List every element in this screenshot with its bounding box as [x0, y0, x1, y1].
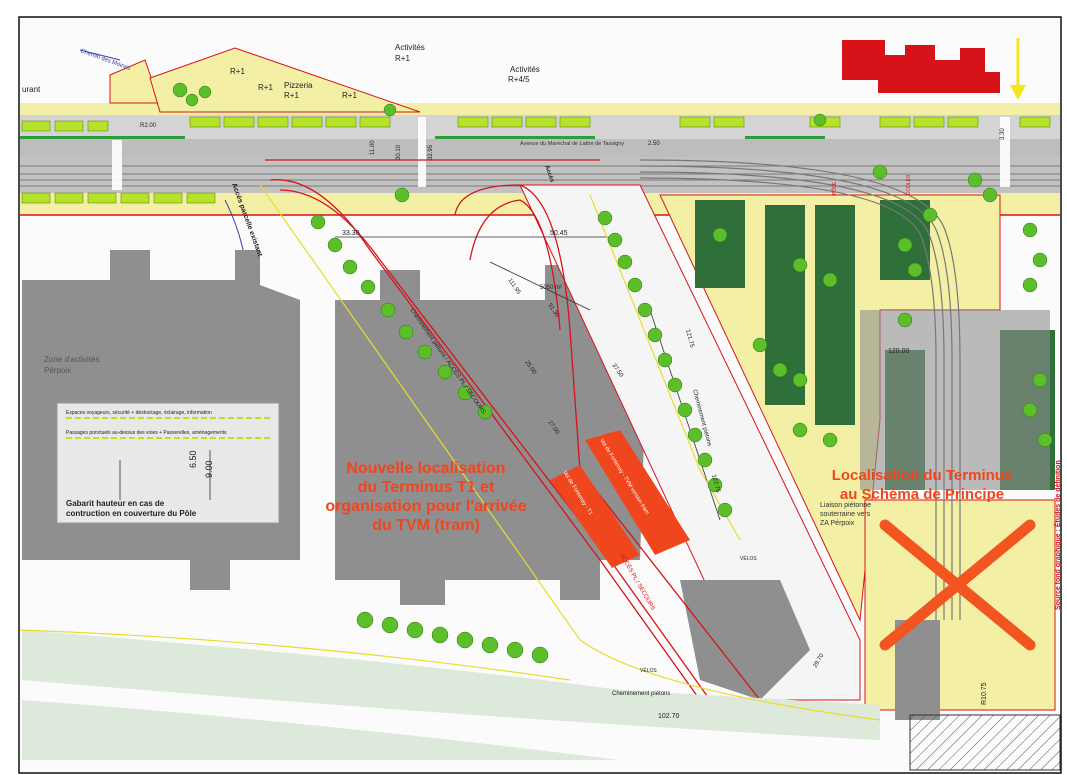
label-activites-2: Activités [510, 65, 540, 74]
street-name: Avenue du Maréchal de Lattre de Tassigny [520, 141, 624, 147]
label-activites-1: Activités [395, 43, 425, 52]
annotation-new-4: du TVM (tram) [372, 517, 480, 534]
annotation-new-1: Nouvelle localisation [346, 460, 505, 477]
label-pizzeria: Pizzeria [284, 81, 313, 90]
label-ecoles: ÉCOLES [905, 174, 912, 195]
gabarit-dim1: 6.50 [188, 450, 198, 468]
gabarit-caption1: Gabarit hauteur en cas de [66, 499, 165, 508]
label-r1-d: R+1 [258, 83, 273, 92]
station-building [680, 580, 810, 700]
right-zone [659, 194, 1061, 771]
label-r45: R+4/5 [508, 75, 530, 84]
dim-v2: 30.10 [396, 144, 402, 160]
annotation-new-2: du Terminus T1 et [358, 479, 495, 496]
label-perpoix: Pérpoix [44, 366, 71, 375]
arrow-marker [1010, 85, 1026, 100]
annotation-new-3: organisation pour l'arrivée [325, 498, 526, 515]
annotation-old-2: au Schéma de Principe [840, 486, 1004, 503]
dim-v1: 11.00 [370, 140, 376, 155]
gabarit-legend-box [56, 402, 280, 524]
label-cheminement-2: Cheminement piétons [612, 691, 670, 697]
label-liaison-1: Liaison piétonne [820, 502, 871, 509]
gabarit-dim2: 9.00 [204, 460, 214, 478]
label-r1-b: R+1 [230, 67, 245, 76]
old-terminus-cross [879, 519, 1036, 651]
label-liaison-3: ZA Pérpoix [820, 520, 855, 527]
dim-3330: 33.30 [342, 230, 360, 237]
label-velos-2: VÉLOS [640, 667, 657, 674]
annotation-old-1: Localisation du Terminus [832, 467, 1013, 484]
building-central [335, 265, 645, 605]
source-caption: Source fond graphique : Études de défini… [1053, 460, 1062, 610]
gabarit-line1: Espaces voyageurs, sécurité + déstockage… [66, 410, 212, 416]
green-band [22, 630, 880, 740]
label-liaison-2: souterraine vers [820, 511, 871, 518]
dim-250: 2.50 [648, 141, 660, 147]
red-building [842, 40, 1000, 93]
dim-5045: 50.45 [550, 230, 568, 237]
dim-r1075: R10.75 [981, 682, 988, 705]
dim-v4: 3.30 [1000, 128, 1006, 140]
label-r1-e: R+1 [342, 91, 357, 100]
old-terminus-annotation: Localisation du Terminus au Schéma de Pr… [832, 467, 1013, 503]
tram-platforms [550, 430, 690, 568]
label-velos-1: VÉLOS [740, 555, 757, 562]
dim-v3: 32.95 [428, 144, 434, 160]
dim-12000: 120.00 [888, 348, 910, 355]
label-r1-c: R+1 [284, 91, 299, 100]
dim-r2: R2.00 [140, 123, 157, 129]
gabarit-line2: Passages ponctuels au-dessus des voies +… [66, 430, 227, 436]
trees [172, 82, 1053, 664]
label-r1-a: R+1 [395, 54, 410, 63]
dim-10270: 102.70 [658, 713, 680, 720]
tram-routes-red [265, 159, 761, 701]
new-terminus-annotation: Nouvelle localisation du Terminus T1 et … [325, 460, 526, 534]
dim-12275: 122.75 [710, 474, 721, 494]
gabarit-caption2: contruction en couverture du Pôle [66, 509, 197, 518]
label-pole: PÔLE [831, 181, 838, 195]
dim-area: 5050 m² [540, 285, 562, 291]
dim-12175: 121.75 [684, 329, 695, 349]
label-acces: Accès [543, 165, 555, 184]
label-zone-activites: Zone d'activités [44, 355, 99, 364]
street-fragment: urant [22, 85, 41, 94]
